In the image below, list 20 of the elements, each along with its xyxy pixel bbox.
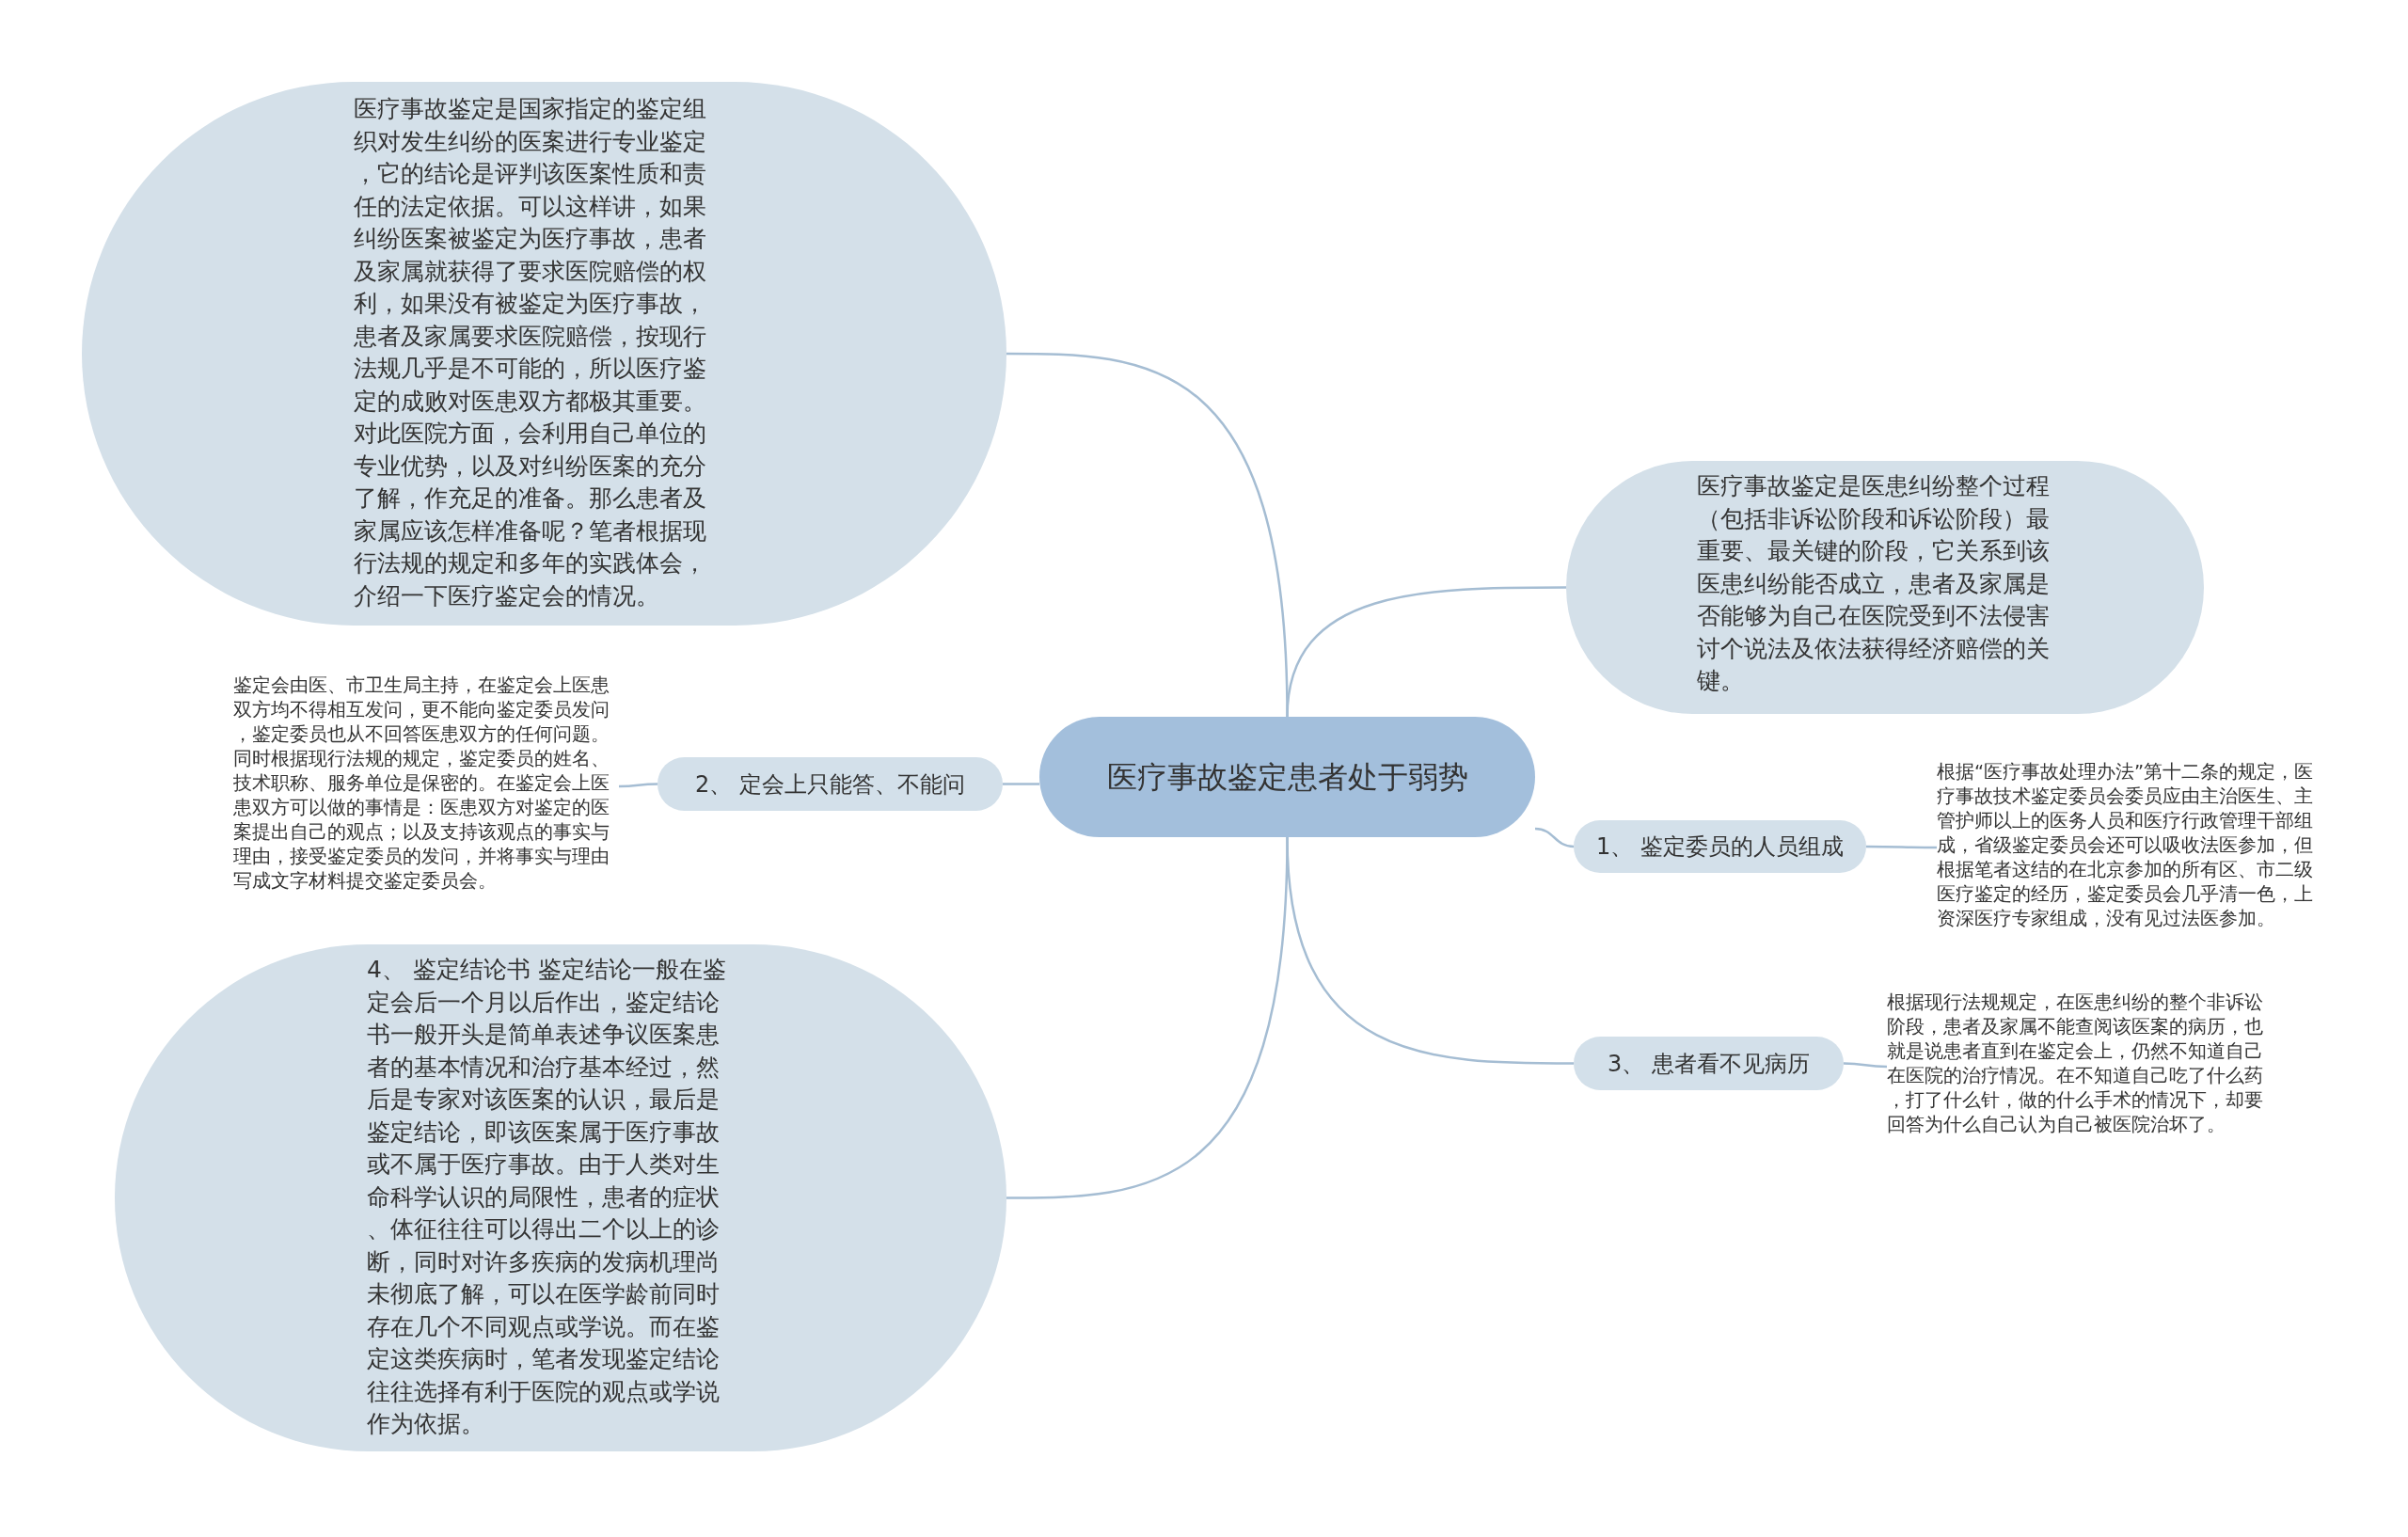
topic-text: 1、 鉴定委员的人员组成 — [1596, 832, 1844, 862]
connector — [1866, 845, 1937, 849]
topic-text: 3、 患者看不见病历 — [1608, 1049, 1810, 1079]
note-text: 鉴定会由医、市卫生局主持，在鉴定会上医患双方均不得相互发问，更不能向鉴定委员发问，鉴定委员也从不回答医患双方的任何问题。同时根据现行法规的规定，鉴定委员的姓名、技术职称、服务单位是保密的。在鉴定会上医患双方可以做的事情是：医患双方对鉴定的医案提出自己的观点；以及支持该观点的事实与理由，接受鉴定委员的发问，并将事实与理由写成文字材料提交鉴定委员会。 — [233, 673, 619, 899]
topic-pill — [1574, 1037, 1844, 1090]
connector — [1006, 836, 1289, 1199]
note-text: 根据现行法规规定，在医患纠纷的整个非诉讼阶段，患者及家属不能查阅该医案的病历，也就是说患者直到在鉴定会上，仍然不知道自己在医院的治疗情况。在不知道自己吃了什么药，打了什么针，做的什么手术的情况下，却要回答为什么自己认为自己被医院治坏了。 — [1887, 990, 2275, 1143]
connector — [619, 783, 657, 788]
topic-text: 2、 定会上只能答、不能问 — [695, 769, 965, 800]
topic-pill — [657, 757, 1003, 811]
connector — [1844, 1062, 1887, 1069]
connector — [1003, 783, 1039, 785]
topic-pill — [1574, 820, 1866, 873]
connector — [1534, 827, 1575, 848]
connector — [1286, 586, 1566, 718]
note-text: 根据“医疗事故处理办法”第十二条的规定，医疗事故技术鉴定委员会委员应由主治医生、主管护师以上的医务人员和医疗行政管理干部组成，省级鉴定委员会还可以吸收法医参加，但根据笔者这结的在北京参加的所有区、市二级医疗鉴定的经历，鉴定委员会几乎清一色，上资深医疗专家组成，没有见过法医参加。 — [1937, 760, 2324, 935]
paragraph: 医疗事故鉴定是医患纠纷整个过程（包括非诉讼阶段和诉讼阶段）最重要、最关键的阶段，它关系到该医患纠纷能否成立，患者及家属是否能够为自己在医院受到不法侵害讨个说法及依法获得经济赔偿的关键。 — [1697, 471, 2051, 696]
paragraph: 4、 鉴定结论书 鉴定结论一般在鉴定会后一个月以后作出，鉴定结论书一般开头是简单表述争议医案患者的基本情况和治疗基本经过，然后是专家对该医案的认识，最后是鉴定结论，即该医案属于医疗事故或不属于医疗事故。由于人类对生命科学认识的局限性，患者的症状、体征往往可以得出二个以上的诊断，同时对许多疾病的发病机理尚未彻底了解，可以在医学龄前同时存在几个不同观点或学说。而在鉴定这类疾病时，笔者发现鉴定结论往往选择有利于医院的观点或学说作为依据。 — [367, 955, 727, 1439]
title-text: 医疗事故鉴定患者处于弱势 — [1105, 758, 1469, 797]
paragraph: 医疗事故鉴定是国家指定的鉴定组织对发生纠纷的医案进行专业鉴定，它的结论是评判该医案性质和责任的法定依据。可以这样讲，如果纠纷医案被鉴定为医疗事故，患者及家属就获得了要求医院赔偿的权利，如果没有被鉴定为医疗事故，患者及家属要求医院赔偿，按现行法规几乎是不可能的，所以医疗鉴定的成败对医患双方都极其重要。对此医院方面，会利用自己单位的专业优势，以及对纠纷医案的充分了解，作充足的准备。那么患者及家属应该怎样准备呢？笔者根据现行法规的规定和多年的实践体会，介绍一下医疗鉴定会的情况。 — [354, 94, 707, 611]
